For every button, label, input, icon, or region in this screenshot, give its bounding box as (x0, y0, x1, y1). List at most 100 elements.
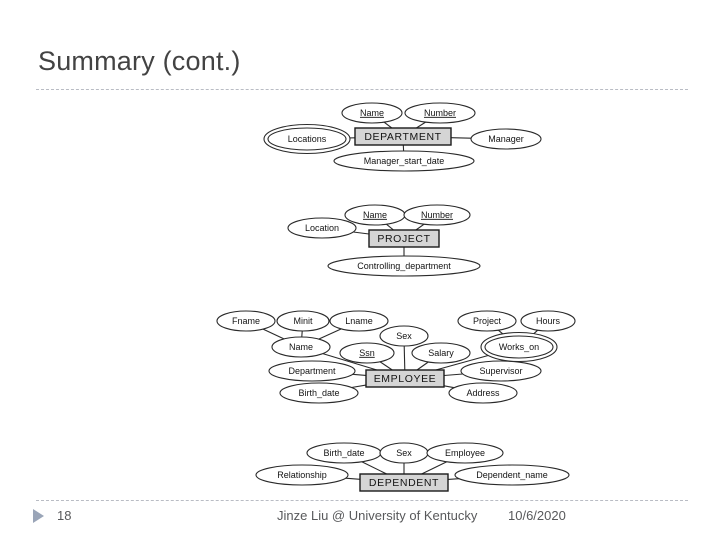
er-edge (450, 137, 472, 139)
er-attribute-salary: Salary (411, 342, 471, 364)
footer-date: 10/6/2020 (508, 508, 566, 523)
attribute-ellipse (339, 342, 395, 364)
er-attribute-name: Name (341, 102, 403, 124)
attribute-label: Manager_start_date (364, 156, 445, 166)
er-attribute-lname: Lname (329, 310, 389, 332)
attribute-ellipse (279, 382, 359, 404)
er-attribute-department: Department (268, 360, 356, 382)
er-attribute-sex: Sex (379, 442, 429, 464)
er-edge (353, 231, 370, 235)
er-edge (345, 477, 361, 480)
attribute-ellipse (460, 360, 542, 382)
attribute-ellipse (457, 310, 517, 332)
er-attribute-relationship: Relationship (255, 464, 349, 486)
attribute-label: Employee (445, 448, 485, 458)
attribute-label: Minit (293, 316, 313, 326)
er-edge (361, 461, 387, 475)
attribute-label: Fname (232, 316, 260, 326)
attribute-label: Name (363, 210, 387, 220)
er-edge (443, 385, 455, 389)
er-edge (403, 345, 406, 371)
attribute-label: Sex (396, 331, 412, 341)
er-attribute-dependent_name: Dependent_name (454, 464, 570, 486)
attribute-label: Works_on (499, 342, 539, 352)
attribute-ellipse (268, 360, 356, 382)
attribute-ellipse (327, 255, 481, 277)
attribute-label: Manager (488, 134, 524, 144)
attribute-label: Name (360, 108, 384, 118)
er-entity-project: Name NumberLocationControlling_department… (287, 204, 481, 277)
attribute-ellipse (333, 150, 475, 172)
attribute-ellipse (454, 464, 570, 486)
er-edge (262, 328, 285, 340)
er-attribute-name: Name (271, 336, 331, 358)
attribute-label: Locations (288, 134, 327, 144)
attribute-label: Project (473, 316, 502, 326)
er-attribute-fname: Fname (216, 310, 276, 332)
page-number: 18 (57, 508, 72, 523)
attribute-ellipse (341, 102, 403, 124)
er-edge (421, 461, 448, 475)
footer-attribution: Jinze Liu @ University of Kentucky (277, 508, 478, 523)
er-attribute-address: Address (448, 382, 518, 404)
er-edge (379, 361, 393, 371)
attribute-ellipse (287, 217, 357, 239)
er-attribute-number: Number (403, 204, 471, 226)
er-attribute-employee: Employee (426, 442, 504, 464)
attribute-label: Sex (396, 448, 412, 458)
page-title: Summary (cont.) (38, 46, 241, 76)
er-attribute-birth_date: Birth_date (306, 442, 382, 464)
entity-label: EMPLOYEE (374, 373, 437, 385)
attribute-label: Address (466, 388, 500, 398)
er-edge (435, 353, 494, 371)
attribute-label: Hours (536, 316, 561, 326)
er-attribute-number: Number (404, 102, 476, 124)
er-attribute-hours: Hours (520, 310, 576, 332)
er-attribute-location: Location (287, 217, 357, 239)
er-edge (386, 223, 394, 231)
attribute-label: Supervisor (479, 366, 522, 376)
title-divider (36, 89, 688, 90)
attribute-ellipse (271, 336, 331, 358)
entity-box (365, 369, 445, 388)
er-edge (352, 373, 367, 376)
er-attribute-name: Name (344, 204, 406, 226)
er-attribute-controlling_department: Controlling_department (327, 255, 481, 277)
attribute-label: Birth_date (298, 388, 339, 398)
entity-label: DEPARTMENT (364, 131, 441, 143)
entity-box (354, 127, 452, 146)
er-edge (416, 361, 429, 371)
er-attribute-minit: Minit (276, 310, 330, 332)
er-edge (416, 121, 426, 129)
triangle-right-icon (33, 509, 44, 523)
attribute-ellipse (329, 310, 389, 332)
er-edge (351, 384, 367, 389)
er-edge (447, 478, 460, 480)
attribute-ellipse (470, 128, 542, 150)
entity-label: PROJECT (377, 233, 430, 245)
er-edge (443, 373, 463, 377)
er-edge (383, 121, 393, 129)
attribute-ellipse (267, 127, 347, 151)
er-edge (322, 353, 378, 371)
attribute-ellipse (216, 310, 276, 332)
er-attribute-supervisor: Supervisor (460, 360, 542, 382)
er-attribute-birth_date: Birth_date (279, 382, 359, 404)
attribute-ellipse (379, 325, 429, 347)
er-edge (318, 328, 342, 340)
er-attribute-project: Project (457, 310, 517, 332)
er-attribute-manager: Manager (470, 128, 542, 150)
attribute-ellipse (520, 310, 576, 332)
er-attribute-works_on: Works_on (480, 331, 558, 363)
attribute-label: Department (288, 366, 336, 376)
er-edge (415, 223, 425, 231)
attribute-ellipse (403, 204, 471, 226)
attribute-label: Ssn (359, 348, 375, 358)
attribute-ellipse (484, 335, 554, 359)
